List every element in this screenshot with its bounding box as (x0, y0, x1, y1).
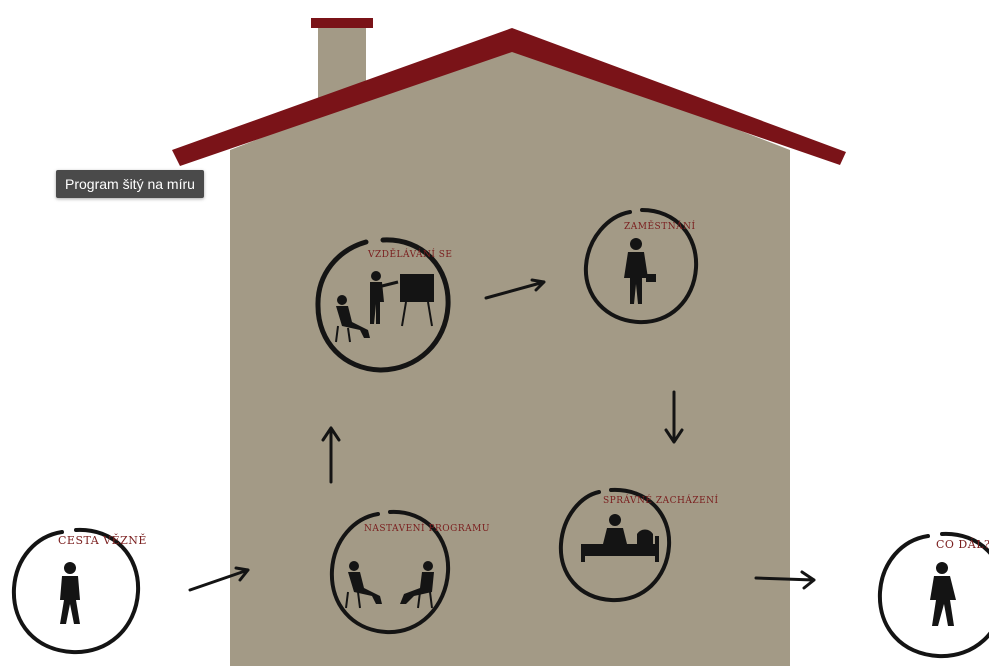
node-journey[interactable]: CESTA VĚZNĚ (6, 524, 146, 658)
walking-prisoner-icon (6, 524, 146, 658)
node-setup[interactable]: NASTAVENÍ PROGRAMU (324, 504, 456, 640)
walking-person-icon (872, 528, 989, 660)
person-on-bed-icon (555, 484, 675, 606)
chimney-cap (311, 18, 373, 28)
two-people-talking-icon (324, 504, 456, 640)
worker-with-toolbox-icon (578, 204, 704, 330)
arrow-employment-to-conduct (660, 388, 688, 448)
arrow-education-to-employment (482, 276, 554, 304)
arrow-journey-to-setup (186, 562, 256, 596)
arrow-conduct-to-next (752, 566, 822, 592)
arrow-setup-to-education (318, 422, 344, 486)
node-conduct[interactable]: SPRÁVNÉ ZACHÁZENÍ (555, 484, 675, 606)
node-next[interactable]: CO DÁL? (872, 528, 989, 660)
node-education[interactable]: VZDĚLÁVÁNÍ SE (308, 230, 458, 380)
teacher-and-student-icon (308, 230, 458, 380)
tooltip: Program šitý na míru (56, 170, 204, 198)
node-employment[interactable]: ZAMĚSTNÁNÍ (578, 204, 704, 330)
